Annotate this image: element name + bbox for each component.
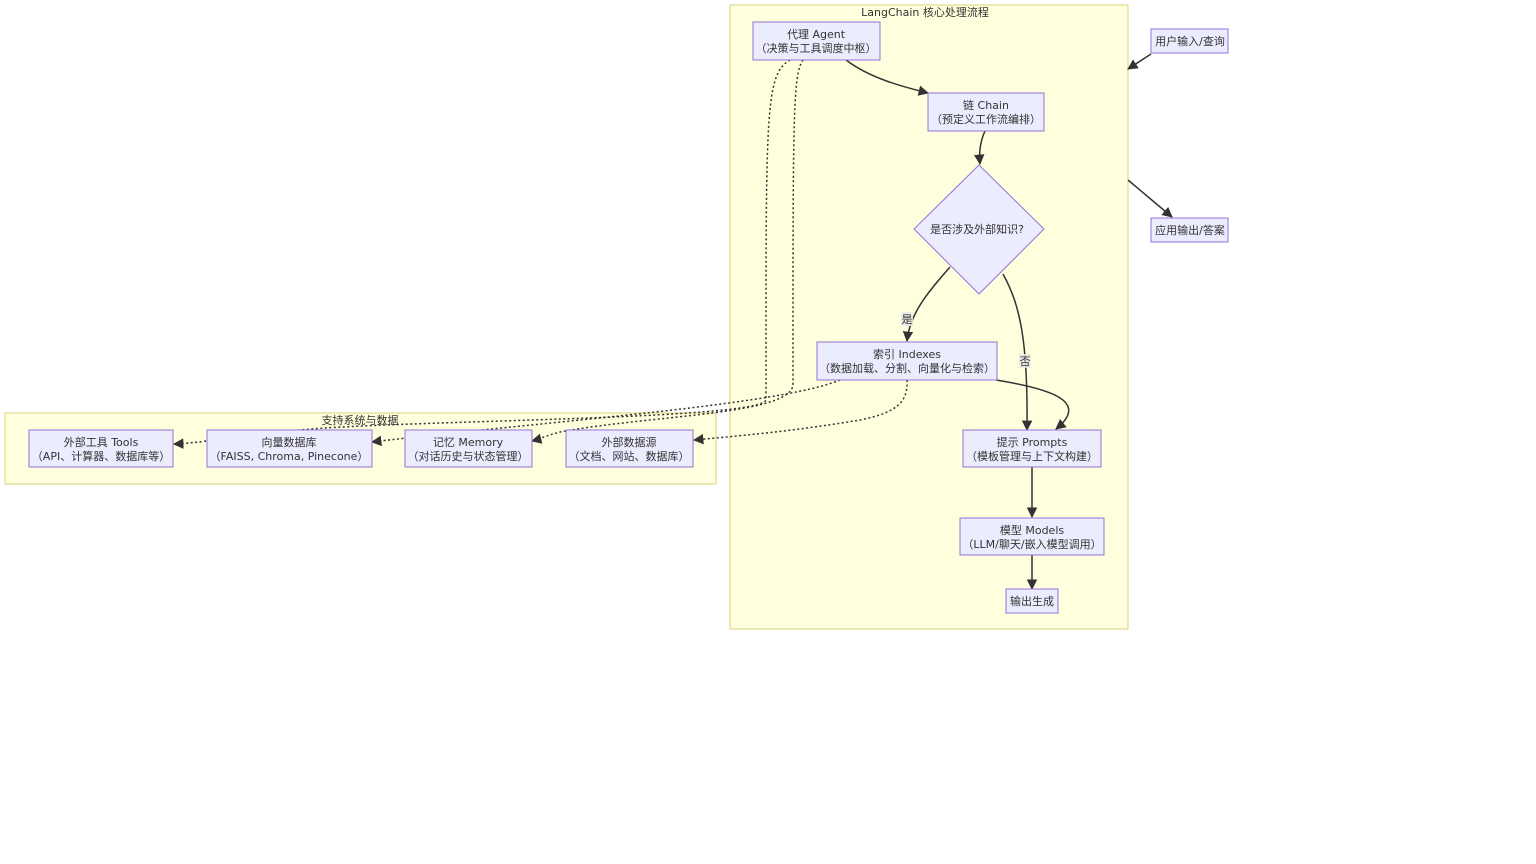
node-user-input: 用户输入/查询 <box>1150 28 1229 54</box>
node-decision: 是否涉及外部知识? <box>913 164 1045 295</box>
edge-indexes-to-prompts <box>995 379 1070 430</box>
svg-text:（决策与工具调度中枢）: （决策与工具调度中枢） <box>756 41 877 55</box>
edge-agent-to-memory <box>530 59 804 444</box>
node-indexes: 索引 Indexes （数据加载、分割、向量化与检索） <box>816 341 998 381</box>
cluster-support-title: 支持系统与数据 <box>322 413 399 427</box>
svg-text:（数据加载、分割、向量化与检索）: （数据加载、分割、向量化与检索） <box>819 361 995 375</box>
svg-text:提示 Prompts: 提示 Prompts <box>997 436 1068 449</box>
svg-text:模型 Models: 模型 Models <box>1000 523 1065 537</box>
node-memory: 记忆 Memory （对话历史与状态管理） <box>404 429 533 468</box>
svg-text:是: 是 <box>902 313 913 326</box>
svg-text:索引 Indexes: 索引 Indexes <box>873 347 941 361</box>
node-models: 模型 Models （LLM/聊天/嵌入模型调用） <box>959 517 1105 556</box>
svg-text:代理 Agent: 代理 Agent <box>787 28 846 41</box>
edge-core-to-app-output <box>1127 179 1173 218</box>
edge-indexes-to-datasource <box>692 379 908 445</box>
node-data-source: 外部数据源 （文档、网站、数据库） <box>565 429 694 468</box>
edge-decision-to-indexes <box>902 266 951 343</box>
node-vector-db: 向量数据库 （FAISS, Chroma, Pinecone） <box>206 429 373 468</box>
node-app-output: 应用输出/答案 <box>1150 217 1229 243</box>
edge-indexes-to-vectordb <box>370 379 841 447</box>
svg-text:（预定义工作流编排）: （预定义工作流编排） <box>931 112 1041 126</box>
svg-text:（文档、网站、数据库）: （文档、网站、数据库） <box>569 449 690 463</box>
svg-text:（FAISS, Chroma, Pinecone）: （FAISS, Chroma, Pinecone） <box>210 450 369 463</box>
edge-label-no: 否 <box>1019 354 1031 368</box>
svg-text:用户输入/查询: 用户输入/查询 <box>1155 34 1225 48</box>
svg-text:（LLM/聊天/嵌入模型调用）: （LLM/聊天/嵌入模型调用） <box>962 537 1101 551</box>
node-chain: 链 Chain （预定义工作流编排） <box>927 92 1045 132</box>
edge-agent-to-chain <box>845 59 930 96</box>
node-agent: 代理 Agent （决策与工具调度中枢） <box>752 21 881 61</box>
node-prompts: 提示 Prompts （模板管理与上下文构建） <box>962 429 1102 468</box>
node-output-generation: 输出生成 <box>1005 588 1059 614</box>
svg-text:否: 否 <box>1020 355 1031 368</box>
edge-label-yes: 是 <box>901 312 913 326</box>
svg-text:记忆 Memory: 记忆 Memory <box>433 436 504 449</box>
svg-text:（API、计算器、数据库等）: （API、计算器、数据库等） <box>32 449 170 463</box>
svg-text:外部数据源: 外部数据源 <box>602 435 657 449</box>
svg-text:应用输出/答案: 应用输出/答案 <box>1155 223 1225 237</box>
svg-text:外部工具 Tools: 外部工具 Tools <box>64 435 139 449</box>
edge-decision-to-prompts <box>1002 273 1033 432</box>
svg-text:输出生成: 输出生成 <box>1010 594 1054 608</box>
edge-agent-to-tools <box>172 59 791 449</box>
cluster-core-title: LangChain 核心处理流程 <box>861 5 989 19</box>
svg-text:向量数据库: 向量数据库 <box>262 435 317 449</box>
edge-user-input-to-core <box>1127 53 1152 70</box>
edge-chain-to-decision <box>973 130 986 166</box>
svg-text:（对话历史与状态管理）: （对话历史与状态管理） <box>408 449 529 463</box>
svg-text:链 Chain: 链 Chain <box>963 98 1009 112</box>
svg-text:是否涉及外部知识?: 是否涉及外部知识? <box>930 222 1024 236</box>
svg-text:（模板管理与上下文构建）: （模板管理与上下文构建） <box>966 449 1098 463</box>
node-tools: 外部工具 Tools （API、计算器、数据库等） <box>28 429 174 468</box>
